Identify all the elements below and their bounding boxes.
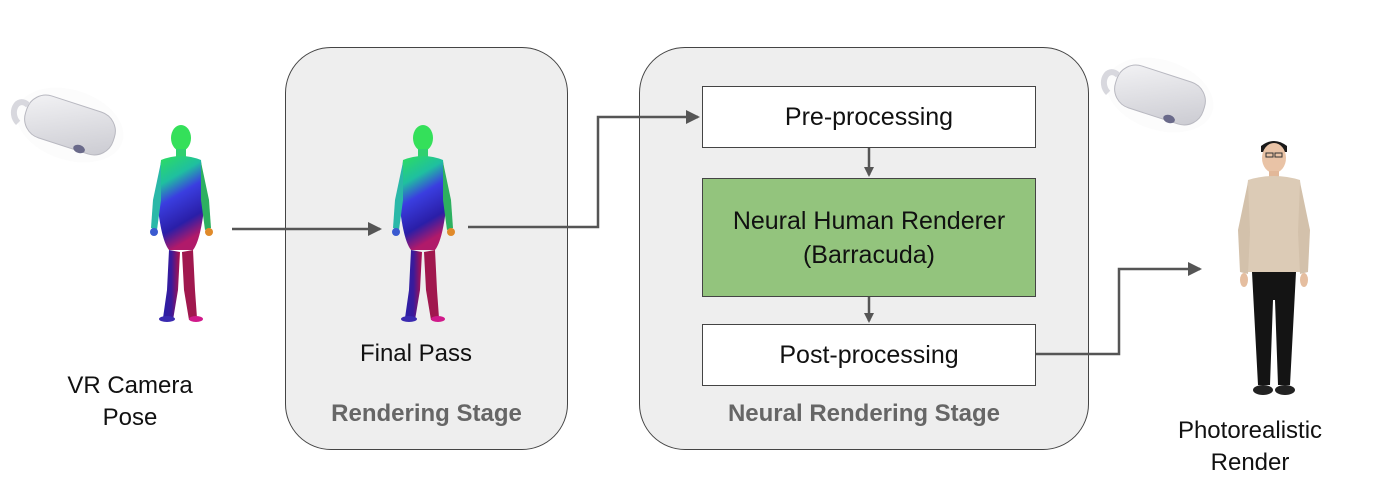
vr-camera-pose-caption: VR Camera Pose	[40, 370, 220, 434]
photorealistic-line2: Render	[1210, 449, 1290, 476]
photorealistic-render-caption: Photorealistic Render	[1150, 415, 1350, 479]
neural-rendering-stage-label: Neural Rendering Stage	[727, 400, 1001, 427]
pre-processing-label: Pre-processing	[784, 102, 954, 131]
rendering-stage-label: Rendering Stage	[331, 400, 522, 427]
neural-renderer-label-line2: (Barracuda)	[802, 240, 935, 269]
final-pass-caption: Final Pass	[359, 340, 473, 367]
photorealistic-line1: Photorealistic	[1177, 417, 1323, 444]
post-processing-label: Post-processing	[779, 340, 959, 369]
vr-headset-icon	[1101, 57, 1214, 133]
post-processing-box: Post-processing	[702, 324, 1036, 386]
normal-map-human-figure-icon	[392, 125, 455, 322]
vr-headset-icon	[11, 87, 124, 163]
vr-camera-pose-line2: Pose	[102, 404, 158, 431]
arrow-final-pass-to-preprocessing	[468, 110, 700, 229]
photorealistic-person-icon	[1238, 141, 1310, 395]
arrow-postprocessing-to-output	[1036, 262, 1202, 356]
vr-camera-pose-line1: VR Camera	[67, 372, 193, 399]
pre-processing-box: Pre-processing	[702, 86, 1036, 148]
neural-renderer-label-line1: Neural Human Renderer	[732, 206, 1006, 235]
neural-human-renderer-box: Neural Human Renderer (Barracuda)	[702, 178, 1036, 297]
normal-map-human-figure-icon	[150, 125, 213, 322]
